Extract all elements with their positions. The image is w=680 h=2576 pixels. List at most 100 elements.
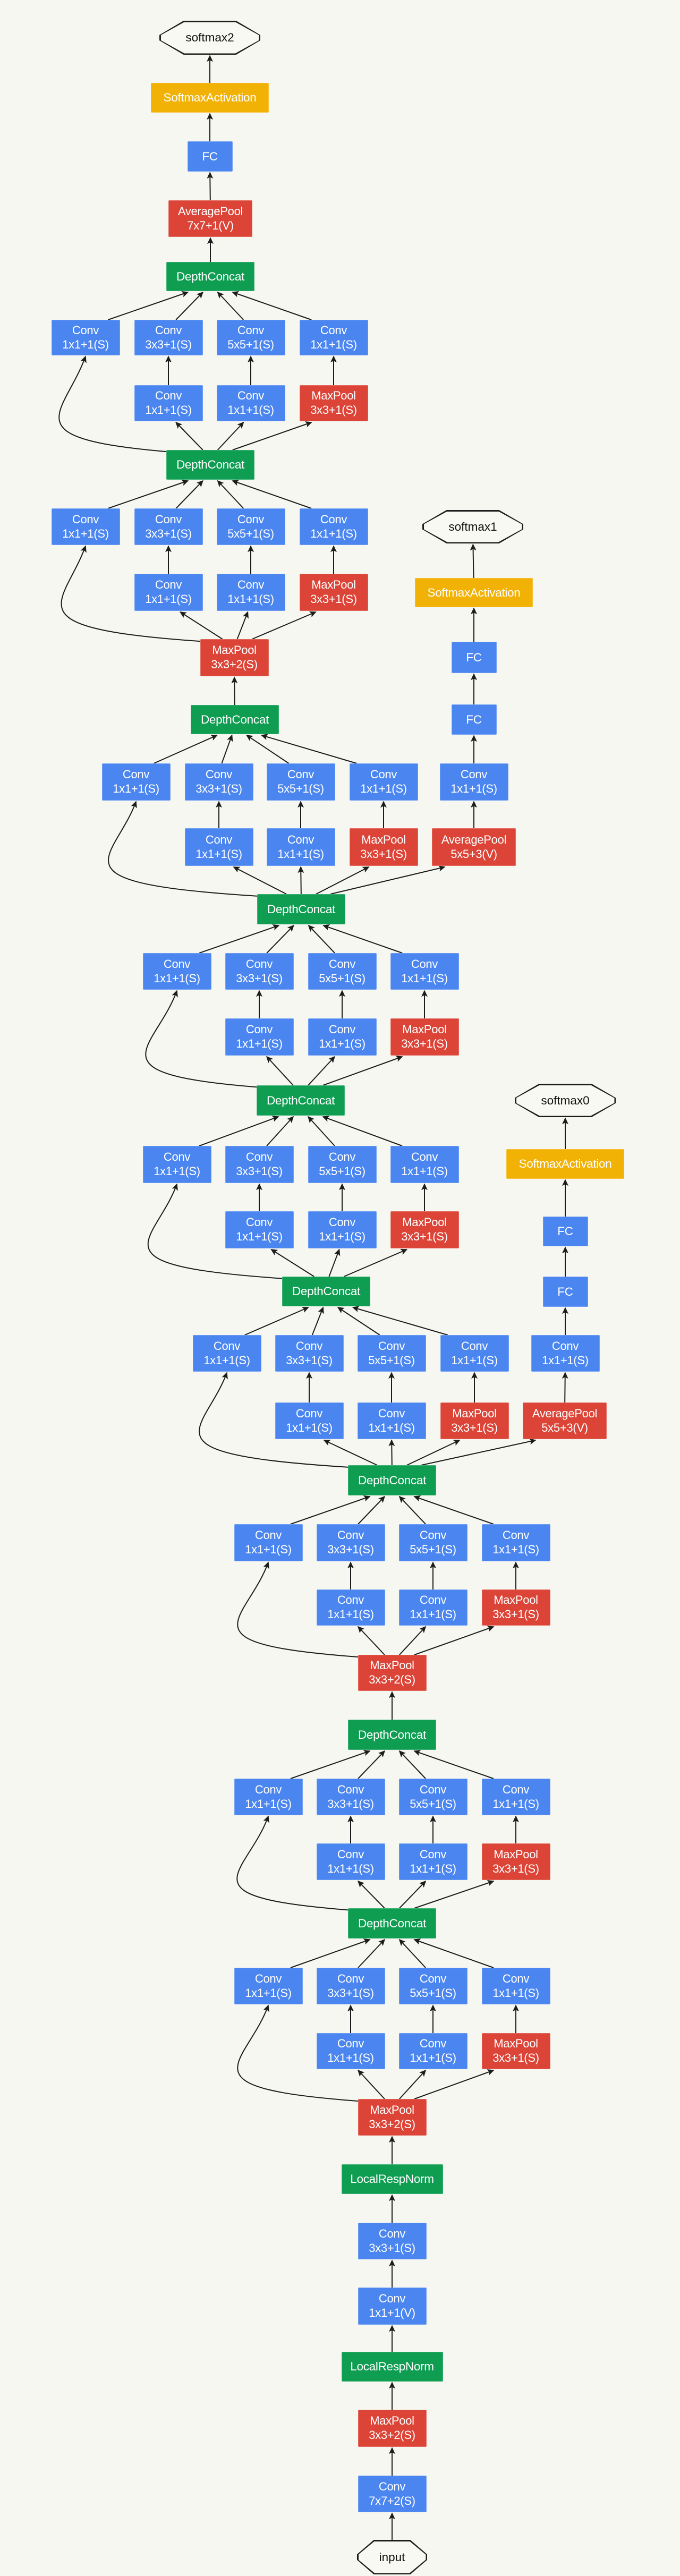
edge-maxpool-3b-4a-to-i4a-reduce3 (357, 1626, 385, 1655)
node-label-line2: 3x3+1(S) (492, 2051, 539, 2064)
node-label-line1: MaxPool (212, 643, 257, 657)
node-label-line2: 5x5+3(V) (450, 847, 497, 861)
node-label-line2: 1x1+1(S) (245, 1986, 292, 2000)
edge-i5a-concat-to-i5b-maxpool (232, 421, 312, 450)
i4b-concat-node: DepthConcat (282, 1277, 370, 1306)
node-label-line2: 5x5+1(S) (319, 1164, 366, 1178)
edge-i4b-conv3x3-to-i4b-concat (311, 1306, 324, 1336)
aux1-fc1-node: FC (451, 704, 497, 735)
octagon-fill (160, 22, 259, 54)
node-label-line1: MaxPool (452, 1406, 497, 1420)
node-label-line1: MaxPool (370, 2414, 414, 2428)
i4e-concat-node: DepthConcat (191, 705, 279, 734)
node-label-line2: 3x3+2(S) (369, 2117, 415, 2131)
node-label-line1: AveragePool (177, 204, 243, 218)
node-label-line2: 1x1+1(S) (492, 1797, 539, 1810)
node-label: DepthConcat (267, 902, 336, 916)
node-label-line2: 7x7+2(S) (369, 2494, 415, 2507)
node-label: FC (466, 650, 482, 664)
edge-i4b-convproj-to-i4b-concat (352, 1306, 448, 1336)
node-label-line2: 1x1+1(S) (492, 1986, 539, 2000)
edge-i4a-conv1x1-to-i4a-concat (290, 1495, 371, 1525)
edge-i4a-concat-to-i4b-conv1x1 (199, 1372, 368, 1469)
node-label-line1: MaxPool (311, 578, 356, 592)
node-label-line2: 3x3+1(S) (401, 1037, 448, 1050)
node-label-line2: 5x5+1(S) (368, 1353, 415, 1367)
node-label-line2: 5x5+1(S) (410, 1986, 456, 2000)
node-label-line1: Conv (378, 2479, 406, 2493)
node-label-line1: MaxPool (402, 1023, 447, 1036)
node-label-line2: 7x7+1(V) (187, 218, 234, 232)
edge-i3b-conv5x5-to-i3b-concat (398, 1750, 426, 1779)
node-label-line1: Conv (461, 1339, 488, 1353)
node-label-line1: Conv (320, 512, 347, 526)
aux1-softmax-act-node: SoftmaxActivation (415, 578, 533, 607)
node-label-line1: AveragePool (532, 1406, 598, 1420)
edge-i4d-concat-to-i4e-reduce3 (233, 866, 287, 895)
edge-stem-maxpool-2-to-i3a-conv1x1 (237, 2004, 373, 2103)
edge-i4d-conv5x5-to-i4d-concat (308, 924, 335, 954)
node-label-line2: 1x1+1(S) (327, 1608, 374, 1621)
node-label: softmax0 (541, 1093, 590, 1107)
node-label-line1: Conv (378, 2292, 406, 2306)
edge-i5a-concat-to-i5b-conv1x1 (58, 355, 186, 454)
node-label-line2: 1x1+1(S) (327, 1861, 374, 1875)
node-label-line2: 3x3+1(S) (236, 1164, 283, 1178)
node-label: DepthConcat (292, 1285, 361, 1298)
node-label-line1: Conv (337, 2037, 364, 2051)
node-label-line1: Conv (551, 1339, 579, 1353)
node-label: LocalRespNorm (350, 2360, 434, 2374)
node-label-line2: 1x1+1(S) (62, 337, 109, 351)
node-label-line2: 3x3+1(S) (360, 847, 407, 861)
node-label-line1: Conv (337, 1528, 364, 1542)
stem-lrn-2-node: LocalRespNorm (341, 2164, 443, 2194)
node-label-line1: Conv (378, 2226, 406, 2240)
edge-i4b-concat-to-i4c-reduce3 (270, 1249, 314, 1277)
node-label-line1: Conv (502, 1528, 530, 1542)
input-terminal: input (357, 2540, 427, 2574)
softmax1-terminal: softmax1 (422, 510, 523, 543)
node-label-line2: 1x1+1(S) (410, 2051, 456, 2064)
edge-i5b-conv5x5-to-i5b-concat (217, 291, 244, 320)
edge-i4b-conv5x5-to-i4b-concat (337, 1307, 380, 1336)
node-label-line1: Conv (337, 1971, 364, 1985)
edge-i4d-concat-to-i4e-conv1x1 (108, 801, 277, 898)
edge-i4b-conv1x1-to-i4b-concat (244, 1306, 309, 1336)
node-label: DepthConcat (176, 269, 245, 283)
node-label-line2: 5x5+3(V) (541, 1421, 588, 1434)
node-label-line1: Conv (163, 957, 191, 971)
edge-stem-maxpool-2-to-i3a-reduce3 (357, 2069, 385, 2099)
edge-i4a-conv5x5-to-i4a-concat (398, 1495, 426, 1525)
node-label-line1: Conv (419, 1593, 447, 1607)
node-label: softmax2 (185, 31, 234, 45)
node-label-line2: 1x1+1(S) (145, 403, 192, 416)
node-label-line1: AveragePool (441, 832, 507, 846)
aux0-fc2-node: FC (542, 1217, 588, 1246)
node-label-line2: 3x3+1(S) (401, 1230, 448, 1243)
node-label-line1: Conv (245, 957, 273, 971)
node-label-line2: 1x1+1(S) (236, 1037, 283, 1050)
node-label-line1: Conv (237, 389, 265, 403)
